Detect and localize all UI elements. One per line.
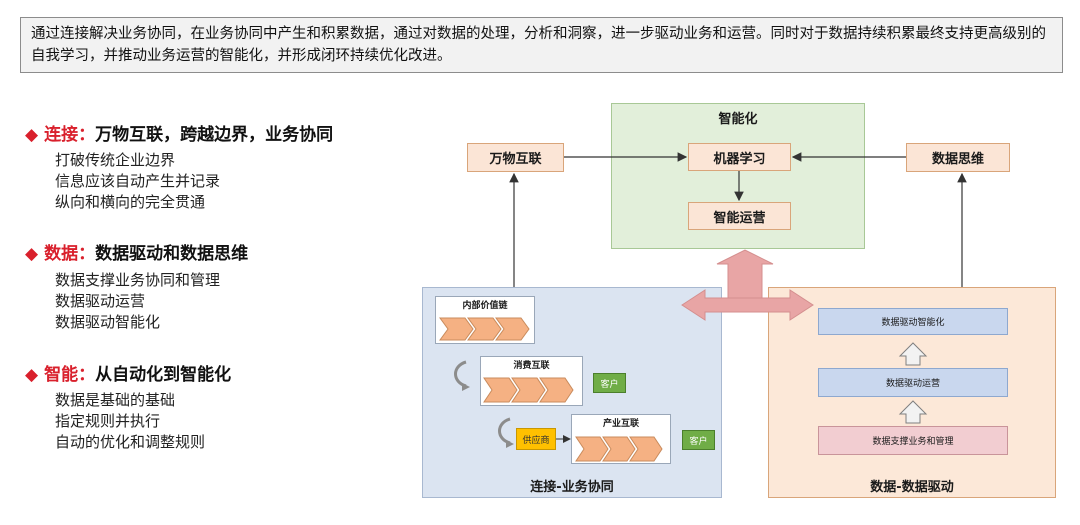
industry-chain-label: 产业互联 xyxy=(602,419,639,429)
point-intelligence-list: 数据是基础的基础 指定规则并执行 自动的优化和调整规则 xyxy=(55,390,205,453)
list-item: 自动的优化和调整规则 xyxy=(55,433,206,451)
connection-title: 连接-业务协同 xyxy=(530,480,614,495)
wanwu-box: 万物互联 xyxy=(467,143,564,172)
list-item: 数据驱动智能化 xyxy=(55,313,161,331)
data-level-box: 数据支撑业务和管理 xyxy=(818,426,1008,455)
machine-learning-box: 机器学习 xyxy=(688,143,791,171)
chevron-step xyxy=(483,377,518,403)
chevron-step xyxy=(495,317,530,341)
chevron-step xyxy=(511,377,546,403)
consumer-chain-label: 消费互联 xyxy=(513,361,550,371)
list-item: 信息应该自动产生并记录 xyxy=(55,172,221,190)
point-connection-list: 打破传统企业边界 信息应该自动产生并记录 纵向和横向的完全贯通 xyxy=(55,150,220,213)
point-connection-heading: ◆连接：万物互联，跨越边界，业务协同 xyxy=(25,120,333,145)
list-item: 打破传统企业边界 xyxy=(55,151,176,169)
intro-box: 通过连接解决业务协同，在业务协同中产生和积累数据，通过对数据的处理，分析和洞察，… xyxy=(20,17,1063,73)
diamond-bullet-icon: ◆ xyxy=(25,125,39,145)
list-item: 数据支撑业务协同和管理 xyxy=(55,271,221,289)
chevron-step xyxy=(539,377,574,403)
intelligence-title: 智能化 xyxy=(718,112,758,127)
supplier-box: 供应商 xyxy=(516,428,556,450)
chevron-step xyxy=(575,436,609,462)
customer-box: 客户 xyxy=(682,430,715,450)
internal-chain-label: 内部价值链 xyxy=(462,301,508,311)
diamond-bullet-icon: ◆ xyxy=(25,244,39,264)
chevron-step xyxy=(602,436,636,462)
customer-box: 客户 xyxy=(593,373,626,393)
chevron-step xyxy=(629,436,663,462)
point-keyword: 连接： xyxy=(44,125,96,145)
up-arrow-icon xyxy=(898,342,928,366)
chevron-step xyxy=(439,317,474,341)
chevron-step xyxy=(467,317,502,341)
point-intelligence-heading: ◆智能：从自动化到智能化 xyxy=(25,360,231,385)
data-level-box: 数据驱动智能化 xyxy=(818,308,1008,335)
point-title: 数据驱动和数据思维 xyxy=(95,244,249,264)
point-keyword: 智能： xyxy=(44,365,96,385)
up-arrow-icon xyxy=(898,400,928,424)
data-title: 数据-数据驱动 xyxy=(870,480,954,495)
intro-text: 通过连接解决业务协同，在业务协同中产生和积累数据，通过对数据的处理，分析和洞察，… xyxy=(31,26,1046,64)
point-title: 万物互联，跨越边界，业务协同 xyxy=(95,125,334,145)
point-data-heading: ◆数据：数据驱动和数据思维 xyxy=(25,239,248,264)
diamond-bullet-icon: ◆ xyxy=(25,365,39,385)
list-item: 数据驱动运营 xyxy=(55,292,146,310)
data-level-box: 数据驱动运营 xyxy=(818,368,1008,397)
point-data-list: 数据支撑业务协同和管理 数据驱动运营 数据驱动智能化 xyxy=(55,270,220,333)
data-thinking-box: 数据思维 xyxy=(906,143,1010,172)
cycle-arrow-icon xyxy=(462,383,470,391)
cycle-arrow-icon xyxy=(454,360,467,388)
list-item: 纵向和横向的完全贯通 xyxy=(55,193,206,211)
list-item: 数据是基础的基础 xyxy=(55,391,176,409)
point-keyword: 数据： xyxy=(44,244,96,264)
four-way-arrow-icon xyxy=(681,249,814,321)
smart-ops-box: 智能运营 xyxy=(688,202,791,230)
cycle-arrow-icon xyxy=(498,417,511,445)
cycle-arrow-icon xyxy=(506,440,514,448)
list-item: 指定规则并执行 xyxy=(55,412,161,430)
point-title: 从自动化到智能化 xyxy=(95,365,232,385)
